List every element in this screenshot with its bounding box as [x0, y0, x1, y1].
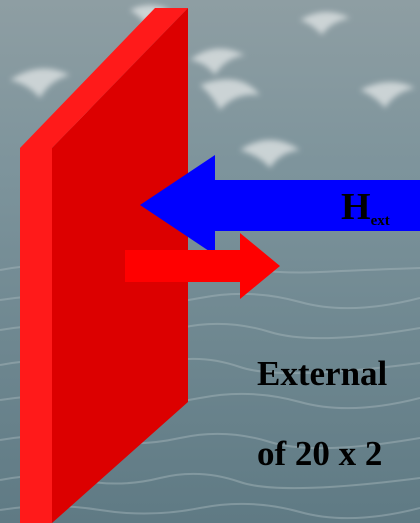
magnetization-arrow — [125, 233, 280, 299]
plate-edge — [20, 8, 188, 523]
external-field-label: Hext — [341, 188, 390, 229]
caption-line-1: External — [257, 354, 388, 393]
field-symbol: H — [341, 186, 371, 228]
field-subscript: ext — [370, 213, 390, 229]
red-plate — [20, 8, 188, 523]
external-field-arrow — [140, 155, 420, 255]
caption-line-2: of 20 x 2 — [257, 434, 383, 473]
plate-front-face — [52, 8, 188, 523]
